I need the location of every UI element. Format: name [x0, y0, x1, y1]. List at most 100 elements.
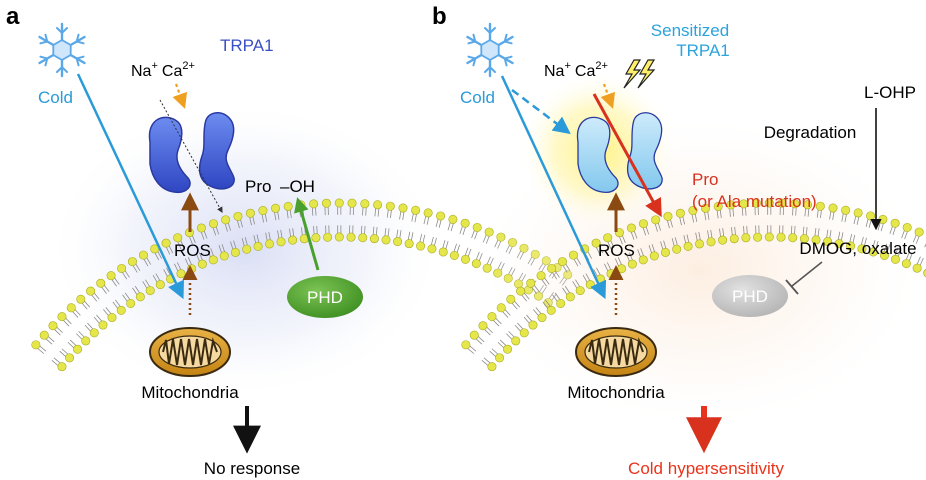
lipid-head: [751, 198, 761, 208]
lipid-head: [706, 237, 716, 247]
lipid-head: [815, 201, 825, 211]
lipid-head: [76, 294, 86, 304]
lipid-head: [627, 259, 637, 269]
lipid-head: [358, 233, 368, 243]
lipid-head: [381, 235, 391, 245]
lipid-head: [347, 198, 357, 208]
phd-hydroxylation-arrow: [294, 197, 320, 271]
lipid-head: [890, 254, 900, 264]
lipid-head: [547, 263, 557, 273]
mitochondria-icon: [575, 327, 657, 377]
lipid-head: [398, 203, 408, 213]
lipid-head: [242, 244, 252, 254]
lipid-head: [334, 198, 344, 208]
lipid-head: [741, 233, 751, 243]
lipid-head: [556, 298, 566, 308]
lipid-head: [516, 286, 526, 296]
loxp-label: L-OHP: [864, 83, 916, 102]
lipid-head: [98, 320, 108, 330]
lipid-head: [346, 232, 356, 242]
svg-text:Na+Ca2+: Na+Ca2+: [131, 60, 195, 80]
lipid-head: [221, 215, 231, 225]
lipid-head: [65, 353, 75, 363]
lipid-head: [506, 294, 516, 304]
lipid-head: [309, 199, 319, 209]
lipid-head: [487, 312, 497, 322]
lipid-head: [890, 218, 900, 228]
lipid-head: [369, 234, 379, 244]
cold-sensitization-arrow: [511, 89, 571, 135]
mitochondria-label: Mitochondria: [141, 383, 239, 402]
lipid-head: [460, 218, 470, 228]
lipid-head: [48, 321, 58, 331]
channel-label-line2: TRPA1: [676, 41, 730, 60]
lipid-head: [799, 234, 809, 244]
lipid-head: [116, 305, 126, 315]
lipid-head: [718, 235, 728, 245]
lipid-head: [66, 303, 76, 313]
lipid-head: [373, 200, 383, 210]
lipid-head: [416, 241, 426, 251]
phd-label: PHD: [732, 287, 768, 306]
lipid-head: [438, 247, 448, 257]
lipid-head: [788, 233, 798, 243]
lipid-head: [106, 271, 116, 281]
lipid-head: [107, 313, 117, 323]
ion-flow-arrow: [592, 93, 662, 218]
lightning-icon: [623, 59, 656, 89]
outcome-label: Cold hypersensitivity: [628, 459, 784, 478]
lipid-head: [86, 286, 96, 296]
inhibition-line: [791, 261, 823, 287]
lipid-head: [683, 241, 693, 251]
ros-label: ROS: [174, 241, 211, 260]
lipid-head: [155, 280, 165, 290]
lipid-head: [334, 232, 344, 242]
lipid-head: [495, 353, 505, 363]
lipid-head: [846, 241, 856, 251]
lipid-head: [617, 264, 627, 274]
cold-label: Cold: [460, 88, 495, 107]
panel-b: b Cold Sensitized TRPA1: [432, 3, 926, 478]
lipid-head: [385, 201, 395, 211]
cell-membrane: [461, 198, 926, 372]
lipid-head: [138, 250, 148, 260]
lipid-head: [117, 263, 127, 273]
cold-arrow: [500, 75, 607, 300]
phd-label: PHD: [307, 288, 343, 307]
lipid-head: [803, 200, 813, 210]
lipid-head: [603, 233, 613, 243]
lipid-head: [161, 238, 171, 248]
lipid-head: [323, 232, 333, 242]
lipid-head: [81, 336, 91, 346]
lipid-head: [528, 320, 538, 330]
mitochondria-label: Mitochondria: [567, 383, 665, 402]
lipid-head: [857, 244, 867, 254]
hydroxyl-label: –OH: [280, 177, 315, 196]
lipid-head: [853, 208, 863, 218]
lipid-head: [393, 237, 403, 247]
lipid-head: [89, 328, 99, 338]
pro-label: Pro: [692, 170, 718, 189]
lipid-head: [233, 211, 243, 221]
inhibitor-label: DMOG, oxalate: [799, 239, 916, 258]
mutation-label: (or Ala mutation): [692, 192, 817, 211]
lipid-head: [537, 313, 547, 323]
lipid-head: [57, 362, 67, 372]
lipid-head: [258, 206, 268, 216]
lipid-head: [360, 199, 370, 209]
lipid-head: [575, 286, 585, 296]
lipid-head: [753, 232, 763, 242]
snowflake-icon: [466, 22, 514, 78]
lipid-head: [208, 219, 218, 229]
degradation-label: Degradation: [764, 123, 857, 142]
lipid-head: [460, 254, 470, 264]
lipid-head: [461, 340, 471, 350]
lipid-head: [638, 255, 648, 265]
lipid-head: [176, 269, 186, 279]
lipid-head: [271, 203, 281, 213]
lipid-head: [173, 233, 183, 243]
snowflake-icon: [38, 22, 86, 78]
lipid-head: [245, 208, 255, 218]
lipid-head: [487, 362, 497, 372]
